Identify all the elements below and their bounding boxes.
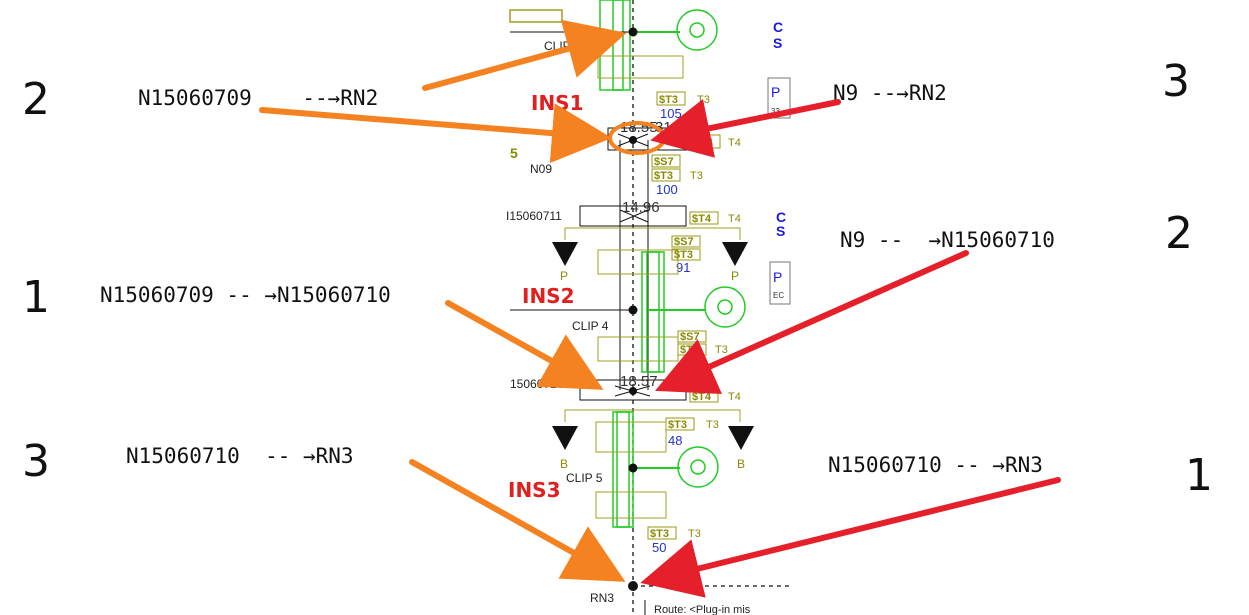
right-s-1: S: [773, 35, 782, 51]
arrows: [259, 19, 1061, 598]
node-i15060711-label: I15060711: [506, 209, 562, 223]
clip-head-top: [676, 9, 718, 51]
right-s-2: S: [776, 223, 785, 239]
node-rn3-label: RN3: [590, 591, 614, 605]
tag-t3-2: $T3 T3: [651, 168, 703, 182]
step-number-left-bottom: 3: [22, 436, 50, 487]
svg-text:$T4: $T4: [692, 213, 712, 225]
ins3-label: INS3: [508, 478, 561, 502]
route-label-left-top: N15060709 --→RN2: [138, 86, 378, 110]
clip-head-4: [704, 286, 746, 328]
svg-text:$T3: $T3: [650, 528, 669, 540]
olive-digit: 5: [510, 145, 518, 161]
svg-text:$T3: $T3: [659, 94, 678, 106]
ins1-label: INS1: [531, 91, 584, 115]
step-number-left-top: 2: [22, 74, 50, 125]
clip-label-5: CLIP 5: [566, 471, 603, 485]
tag-t4-2: $T4 T4: [689, 211, 741, 225]
route-label-left-mid: N15060709 -- →N15060710: [100, 283, 391, 307]
arrow-orange-to-rn2: [422, 19, 627, 91]
p-marker-left: [552, 242, 578, 266]
node-n09-label: N09: [530, 162, 552, 176]
tag-t3-6: $T3 T3: [647, 526, 701, 540]
tag-t3-4: $T3 T3: [677, 343, 728, 356]
route-label-right-bottom: N15060710 -- →RN3: [828, 453, 1043, 477]
svg-text:T3: T3: [690, 170, 703, 182]
tag-t4-3: $T4 T4: [689, 389, 741, 403]
arrow-red-to-ins2: [655, 250, 969, 394]
svg-text:$T3: $T3: [674, 249, 693, 261]
arrow-red-to-rn3: [640, 477, 1061, 598]
arrow-orange-to-rn3: [409, 459, 626, 582]
svg-text:$T4: $T4: [694, 137, 714, 149]
svg-text:$S7: $S7: [674, 236, 694, 248]
b-marker-right: [728, 426, 754, 450]
arrow-orange-to-ins1: [259, 103, 612, 164]
svg-text:$S7: $S7: [654, 156, 674, 168]
arrow-orange-to-ins2: [445, 300, 604, 390]
svg-text:$T3: $T3: [680, 344, 699, 356]
green-clip-top: [599, 0, 631, 91]
green-clip-4: [641, 251, 665, 373]
tag-t3-3: $T3: [671, 248, 701, 261]
value-91: 91: [676, 260, 690, 275]
value-100: 100: [656, 182, 678, 197]
route-note: Route: <Plug-in mis: [654, 604, 751, 615]
step-number-right-bottom: 1: [1185, 450, 1213, 501]
svg-text:T4: T4: [728, 137, 741, 149]
tag-s7-1: $S7: [651, 154, 681, 168]
value-48: 48: [668, 433, 682, 448]
svg-text:T3: T3: [697, 94, 710, 106]
tag-s7-2: $S7: [671, 235, 701, 248]
ins2-label: INS2: [522, 284, 575, 308]
right-pa-2: P: [773, 269, 782, 285]
value-50: 50: [652, 540, 666, 555]
step-number-right-top: 3: [1162, 56, 1190, 107]
svg-text:T4: T4: [728, 391, 741, 403]
svg-text:T3: T3: [706, 419, 719, 431]
dimension-14-96: 14.96: [622, 199, 660, 216]
tag-t3-5: $T3 T3: [665, 417, 719, 431]
p-marker-right: [722, 242, 748, 266]
node-rn2-dot: [628, 27, 638, 37]
route-label-right-mid: N9 -- →N15060710: [840, 228, 1055, 252]
svg-text:B: B: [560, 457, 568, 471]
svg-text:$T3: $T3: [668, 419, 687, 431]
clip-head-5: [677, 446, 719, 488]
route-label-right-top: N9 --→RN2: [833, 81, 947, 105]
b-marker-left: [552, 426, 578, 450]
svg-text:EC: EC: [773, 291, 784, 300]
svg-text:T3: T3: [715, 344, 728, 356]
right-pa-1: P: [771, 84, 780, 100]
svg-text:B: B: [737, 457, 745, 471]
splice-i15060711-box: [579, 205, 687, 227]
node-15060710-label: 15060710: [510, 377, 564, 391]
value-105: 105: [660, 106, 682, 121]
route-label-left-bottom: N15060710 -- →RN3: [126, 444, 354, 468]
svg-text:$S7: $S7: [680, 331, 700, 343]
svg-text:T4: T4: [728, 213, 741, 225]
step-number-left-mid: 1: [22, 272, 50, 323]
tag-t3-1: $T3 T3: [656, 91, 710, 106]
svg-text:P: P: [560, 269, 568, 283]
dimension-18-57: 18.57: [620, 373, 658, 390]
svg-text:$T4: $T4: [692, 391, 712, 403]
tag-t4-1: $T4 T4: [691, 134, 741, 149]
svg-text:T3: T3: [688, 528, 701, 540]
step-number-right-mid: 2: [1165, 208, 1193, 259]
svg-text:$T3: $T3: [654, 170, 673, 182]
svg-text:33: 33: [771, 107, 780, 116]
clip-label-4: CLIP 4: [572, 319, 609, 333]
right-c-1: C: [773, 19, 783, 35]
svg-text:P: P: [731, 269, 739, 283]
tag-s7-3: $S7: [677, 330, 707, 343]
arrow-red-to-ins1: [650, 98, 841, 158]
right-c-2: C: [776, 209, 786, 225]
